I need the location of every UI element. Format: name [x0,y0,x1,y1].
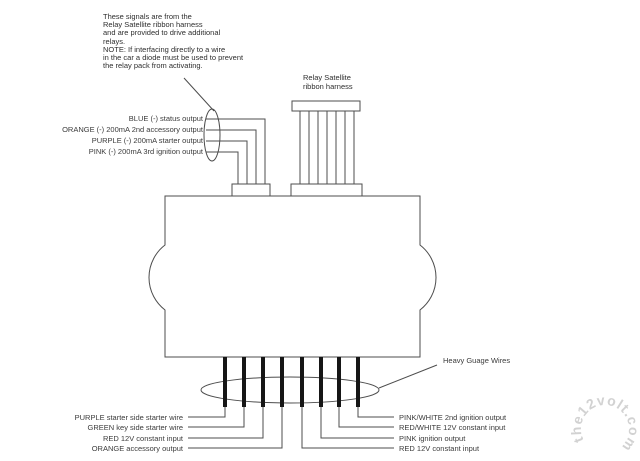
wire-pink-3rd-ignition [206,151,239,184]
label-pink-ignition-output: PINK ignition output [399,434,466,443]
ribbon-cable-strands [299,111,355,184]
note-leader-line [183,77,215,112]
wire-blue-status [206,118,266,184]
leader-red-constant-right [301,407,394,449]
leader-green-key-side [188,407,245,428]
label-pinkwhite-2nd-ignition-output: PINK/WHITE 2nd ignition output [399,413,507,422]
label-purple-starter-output: PURPLE (-) 200mA starter output [91,136,203,145]
label-red-12v-constant-input: RED 12V constant input [399,444,480,453]
relay-pack-body [148,195,437,358]
leader-red-constant-left [188,407,264,439]
ribbon-harness-socket [290,183,363,197]
heavy-wire-loom-ellipse [200,376,380,404]
label-redwhite-12v-constant-input: RED/WHITE 12V constant input [399,423,506,432]
wire-purple-starter [206,140,248,184]
note-line: These signals are from the [103,12,192,21]
note-line: the relay pack from activating. [103,61,203,71]
label-heavy-gauge-wires: Heavy Guage Wires [443,356,511,365]
harness-label: Relay Satellite ribbon harness [303,73,353,91]
svg-text:the12volt.com: the12volt.com [565,389,640,461]
note-line: Relay Satellite ribbon harness [103,20,203,30]
watermark-text: the12volt.com [565,389,640,461]
label-orange-accessory-output: ORANGE accessory output [91,444,183,453]
leader-pink-ignition [320,407,394,439]
leader-purple-starter-side [188,407,226,418]
note-line: NOTE: If interfacing directly to a wire [103,44,226,54]
label-green-key-side: GREEN key side starter wire [87,423,183,432]
label-blue-status-output: BLUE (-) status output [128,114,203,123]
leader-pinkwhite-2nd-ignition [357,407,394,418]
harness-label-line: Relay Satellite [303,73,351,82]
label-pink-3rd-ignition-output: PINK (-) 200mA 3rd ignition output [88,147,203,156]
ribbon-harness-plug [291,100,361,112]
note-line: in the car a diode must be used to preve… [103,53,244,63]
watermark: the12volt.com [565,389,640,461]
note-line: relays. [103,36,126,46]
ribbon-wire-group-ellipse [203,108,221,162]
label-orange-2nd-accessory-output: ORANGE (-) 200mA 2nd accessory output [62,125,203,134]
label-red-12v-constant-left: RED 12V constant input [102,434,183,443]
note-text: These signals are from the Relay Satelli… [103,12,244,71]
harness-label-line: ribbon harness [303,81,353,91]
heavy-gauge-wires [223,357,360,407]
leader-redwhite-constant [338,407,394,428]
leader-orange-accessory [188,407,283,449]
wire-orange-2nd-accessory [206,129,257,184]
left-top-connector [231,183,271,197]
label-purple-starter-side: PURPLE starter side starter wire [74,413,183,422]
note-line: and are provided to drive additional [103,28,221,38]
heavy-wires-leader-line [378,364,438,389]
